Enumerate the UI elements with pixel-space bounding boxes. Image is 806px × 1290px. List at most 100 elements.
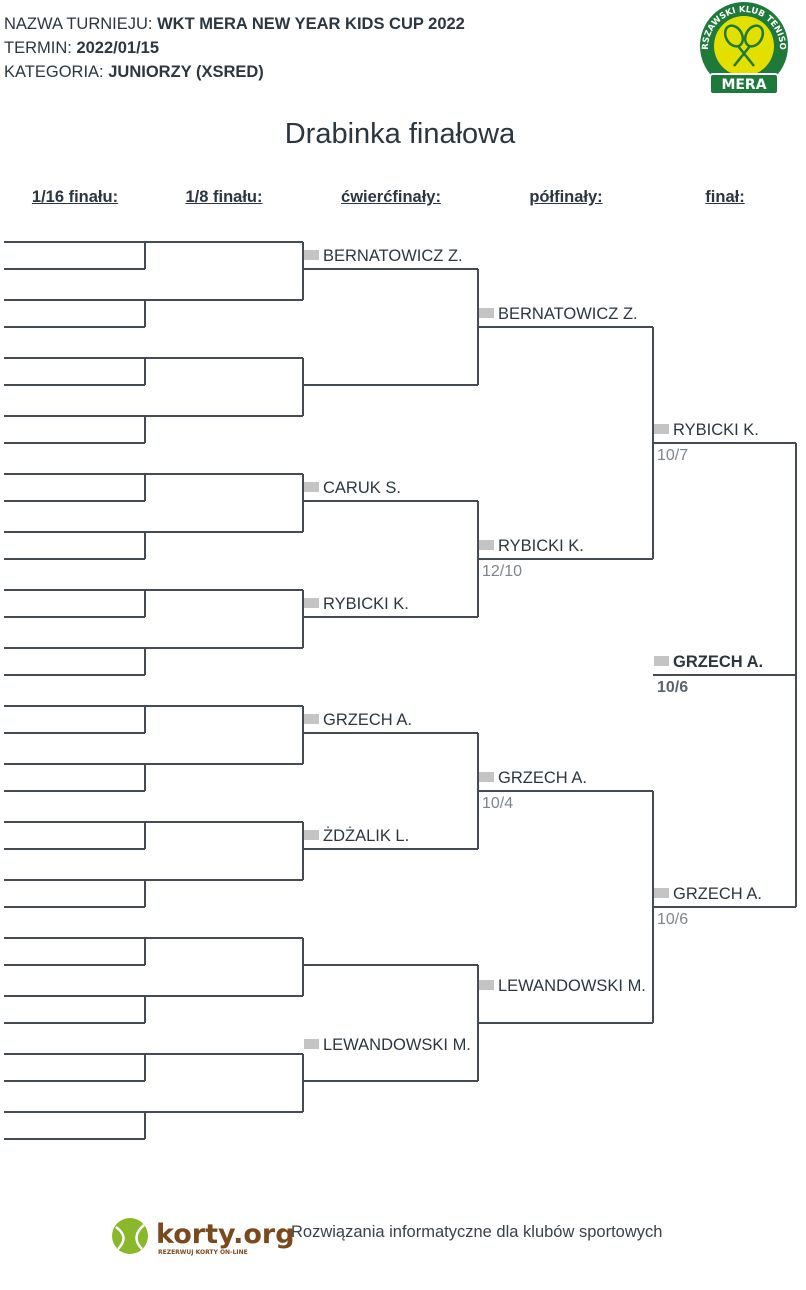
flag-icon	[304, 250, 319, 260]
final-score-2: 10/6	[657, 911, 689, 928]
tournament-category-value: JUNIORZY (XSRED)	[108, 63, 264, 81]
r32-mid-line	[4, 616, 145, 618]
r32-top-line	[4, 937, 145, 939]
sf-line	[478, 1022, 653, 1024]
r32-bot-line	[4, 442, 145, 444]
r32-slot-line	[4, 415, 303, 417]
sf-line	[478, 790, 653, 792]
sf-line	[478, 558, 653, 560]
r32-top-line	[4, 357, 145, 359]
r32-mid-line	[4, 732, 145, 734]
final-score-1: 10/7	[657, 447, 689, 464]
r32-slot-line	[4, 589, 303, 591]
qf-line	[303, 964, 478, 966]
qf-line	[303, 848, 478, 850]
r32-mid-line	[4, 268, 145, 270]
r32-mid-line	[4, 848, 145, 850]
sf-player-2: RYBICKI K.	[479, 535, 584, 558]
logo-mera-text: MERA	[721, 77, 766, 93]
r16-connector	[302, 706, 304, 764]
r32-connector	[144, 300, 146, 327]
r32-connector	[144, 938, 146, 965]
tournament-category-label: KATEGORIA:	[4, 63, 104, 81]
sf-player-4: LEWANDOWSKI M.	[479, 975, 649, 998]
r32-slot-line	[4, 763, 303, 765]
r32-bot-line	[4, 674, 145, 676]
sf-line	[478, 326, 653, 328]
qf-line	[303, 1080, 478, 1082]
tournament-name-line: NAZWA TURNIEJU: WKT MERA NEW YEAR KIDS C…	[4, 12, 465, 36]
r32-top-line	[4, 705, 145, 707]
final-player-2: GRZECH A.	[654, 883, 762, 906]
r32-slot-line	[4, 357, 303, 359]
r32-slot-line	[4, 995, 303, 997]
crossed-rackets-icon	[723, 24, 765, 67]
r32-connector	[144, 242, 146, 269]
qf-player-1: BERNATOWICZ Z.	[304, 245, 463, 268]
flag-icon	[304, 714, 319, 724]
qf-line	[303, 732, 478, 734]
r16-connector	[302, 358, 304, 416]
r32-top-line	[4, 473, 145, 475]
r16-connector	[302, 822, 304, 880]
korty-brand-sub: REZERWUJ KORTY ON-LINE	[158, 1249, 248, 1256]
r32-slot-line	[4, 473, 303, 475]
r32-bot-line	[4, 1022, 145, 1024]
r32-connector	[144, 1054, 146, 1081]
r16-connector	[302, 938, 304, 996]
flag-icon	[479, 540, 494, 550]
qf-player-4: GRZECH A.	[304, 709, 412, 732]
r16-connector	[302, 474, 304, 532]
qf-player-5: ŻDŻALIK L.	[304, 825, 409, 848]
flag-icon	[304, 830, 319, 840]
r32-top-line	[4, 821, 145, 823]
tournament-category-line: KATEGORIA: JUNIORZY (XSRED)	[4, 60, 264, 84]
r32-slot-line	[4, 705, 303, 707]
flag-icon	[479, 980, 494, 990]
r32-top-line	[4, 1053, 145, 1055]
r32-slot-line	[4, 937, 303, 939]
r32-slot-line	[4, 879, 303, 881]
r32-mid-line	[4, 1080, 145, 1082]
round-header-1-16: 1/16 finału:	[31, 188, 119, 206]
qf-player-3: RYBICKI K.	[304, 593, 409, 616]
r32-slot-line	[4, 647, 303, 649]
round-header-final: finał:	[705, 188, 745, 206]
page-title: Drabinka finałowa	[284, 118, 516, 150]
r32-slot-line	[4, 1111, 303, 1113]
tournament-date-label: TERMIN:	[4, 39, 72, 57]
r32-bot-line	[4, 1138, 145, 1140]
r32-mid-line	[4, 384, 145, 386]
sf-player-1: BERNATOWICZ Z.	[479, 303, 638, 326]
footer-tagline: Rozwiązania informatyczne dla klubów spo…	[291, 1223, 663, 1241]
r32-connector	[144, 648, 146, 675]
r32-connector	[144, 416, 146, 443]
club-logo: WARSZAWSKI KLUB TENISOWY MERA	[696, 0, 788, 95]
r32-mid-line	[4, 500, 145, 502]
korty-logo: korty.org REZERWUJ KORTY ON-LINE	[112, 1218, 295, 1256]
r32-connector	[144, 474, 146, 501]
tournament-date-line: TERMIN: 2022/01/15	[4, 36, 159, 60]
r32-connector	[144, 822, 146, 849]
r32-connector	[144, 706, 146, 733]
final-connector	[795, 443, 797, 907]
sf-score-2: 12/10	[482, 563, 523, 580]
r32-bot-line	[4, 906, 145, 908]
r16-connector	[302, 1054, 304, 1112]
r32-connector	[144, 590, 146, 617]
final-player-1: RYBICKI K.	[654, 419, 759, 442]
r32-connector	[144, 880, 146, 907]
tennis-ball-icon	[112, 1218, 148, 1254]
champion-name: GRZECH A.	[654, 651, 763, 674]
tournament-date-value: 2022/01/15	[76, 39, 160, 57]
r32-slot-line	[4, 821, 303, 823]
round-header-quarterfinals: ćwierćfinały:	[341, 188, 441, 206]
flag-icon	[654, 656, 669, 666]
tournament-name-label: NAZWA TURNIEJU:	[4, 15, 153, 33]
r32-connector	[144, 532, 146, 559]
sf-player-3: GRZECH A.	[479, 767, 587, 790]
r32-slot-line	[4, 241, 303, 243]
r32-top-line	[4, 589, 145, 591]
champion-line	[653, 674, 796, 676]
flag-icon	[479, 772, 494, 782]
